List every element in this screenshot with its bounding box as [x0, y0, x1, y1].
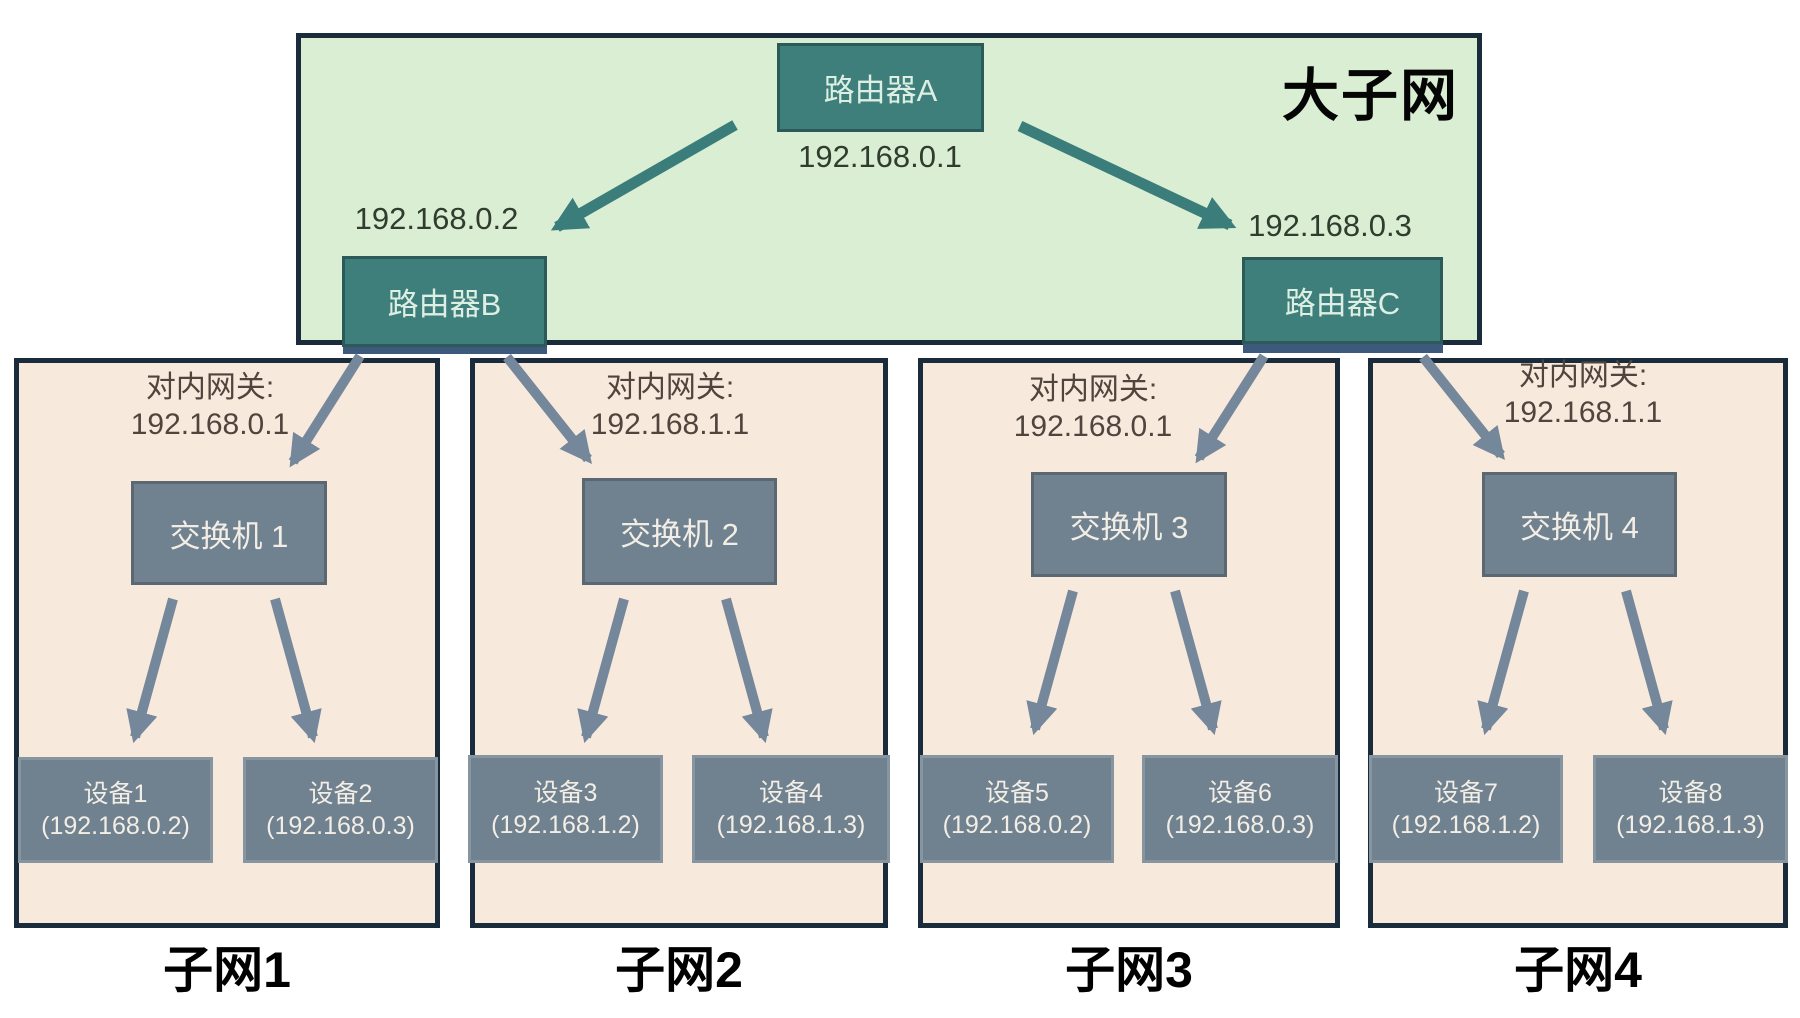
- switch-1-box: 交换机 1: [131, 481, 327, 585]
- subnet-4-gateway: 对内网关: 192.168.1.1: [1398, 357, 1768, 431]
- router-a-ip: 192.168.0.1: [798, 139, 962, 174]
- router-c-port-strip: [1243, 342, 1443, 353]
- device-ip: (192.168.0.3): [1165, 811, 1315, 839]
- gateway-title: 对内网关:: [605, 371, 735, 404]
- subnet-3-label: 子网3: [1065, 942, 1193, 998]
- device-ip: (192.168.0.2): [942, 811, 1092, 839]
- device-8-box: 设备8 (192.168.1.3): [1593, 755, 1788, 863]
- device-name: 设备3: [533, 779, 598, 807]
- gateway-ip: 192.168.0.1: [1013, 410, 1173, 443]
- gateway-title: 对内网关:: [1028, 373, 1158, 406]
- gateway-ip: 192.168.0.1: [130, 408, 290, 441]
- device-7-box: 设备7 (192.168.1.2): [1369, 755, 1563, 863]
- subnet-2-gateway: 对内网关: 192.168.1.1: [485, 369, 855, 443]
- device-name: 设备5: [985, 779, 1049, 807]
- device-1-box: 设备1 (192.168.0.2): [18, 757, 213, 863]
- gateway-title: 对内网关:: [1518, 359, 1648, 392]
- subnet-1-box: 对内网关: 192.168.0.1 交换机 1 设备1 (192.168.0.2…: [14, 358, 440, 928]
- device-name: 设备4: [759, 779, 823, 807]
- switch-4-box: 交换机 4: [1482, 472, 1677, 577]
- gateway-title: 对内网关:: [145, 371, 275, 404]
- router-a-box: 路由器A: [777, 43, 984, 132]
- device-ip: (192.168.1.3): [716, 811, 866, 839]
- router-c-ip: 192.168.0.3: [1248, 208, 1412, 243]
- subnet-1-gateway: 对内网关: 192.168.0.1: [25, 369, 395, 443]
- device-name: 设备6: [1208, 779, 1272, 807]
- device-4-box: 设备4 (192.168.1.3): [692, 755, 890, 863]
- device-ip: (192.168.1.3): [1616, 811, 1765, 839]
- device-ip: (192.168.0.2): [41, 812, 190, 840]
- router-b-port-strip: [343, 345, 547, 354]
- gateway-ip: 192.168.1.1: [1503, 396, 1663, 429]
- switch-3-box: 交换机 3: [1031, 472, 1227, 577]
- subnet-3-gateway: 对内网关: 192.168.0.1: [923, 371, 1263, 445]
- gateway-ip: 192.168.1.1: [590, 408, 750, 441]
- device-name: 设备1: [83, 780, 148, 808]
- subnet-3-box: 对内网关: 192.168.0.1 交换机 3 设备5 (192.168.0.2…: [918, 358, 1340, 928]
- subnet-1-label: 子网1: [163, 942, 291, 998]
- device-name: 设备2: [308, 780, 373, 808]
- device-ip: (192.168.1.2): [491, 811, 640, 839]
- router-c-box: 路由器C: [1242, 257, 1443, 344]
- big-subnet-title: 大子网: [1282, 64, 1459, 128]
- device-5-box: 设备5 (192.168.0.2): [920, 755, 1114, 863]
- device-ip: (192.168.1.2): [1391, 811, 1541, 839]
- device-2-box: 设备2 (192.168.0.3): [243, 757, 438, 863]
- device-name: 设备8: [1658, 779, 1723, 807]
- device-name: 设备7: [1434, 779, 1498, 807]
- router-b-box: 路由器B: [342, 256, 547, 347]
- device-3-box: 设备3 (192.168.1.2): [468, 755, 663, 863]
- subnet-4-box: 对内网关: 192.168.1.1 交换机 4 设备7 (192.168.1.2…: [1368, 358, 1788, 928]
- device-ip: (192.168.0.3): [266, 812, 415, 840]
- device-6-box: 设备6 (192.168.0.3): [1142, 755, 1338, 863]
- subnet-4-label: 子网4: [1514, 942, 1642, 998]
- subnet-2-box: 对内网关: 192.168.1.1 交换机 2 设备3 (192.168.1.2…: [468, 358, 890, 928]
- switch-2-box: 交换机 2: [582, 478, 777, 585]
- router-b-ip: 192.168.0.2: [354, 201, 519, 236]
- subnet-2-label: 子网2: [615, 942, 743, 998]
